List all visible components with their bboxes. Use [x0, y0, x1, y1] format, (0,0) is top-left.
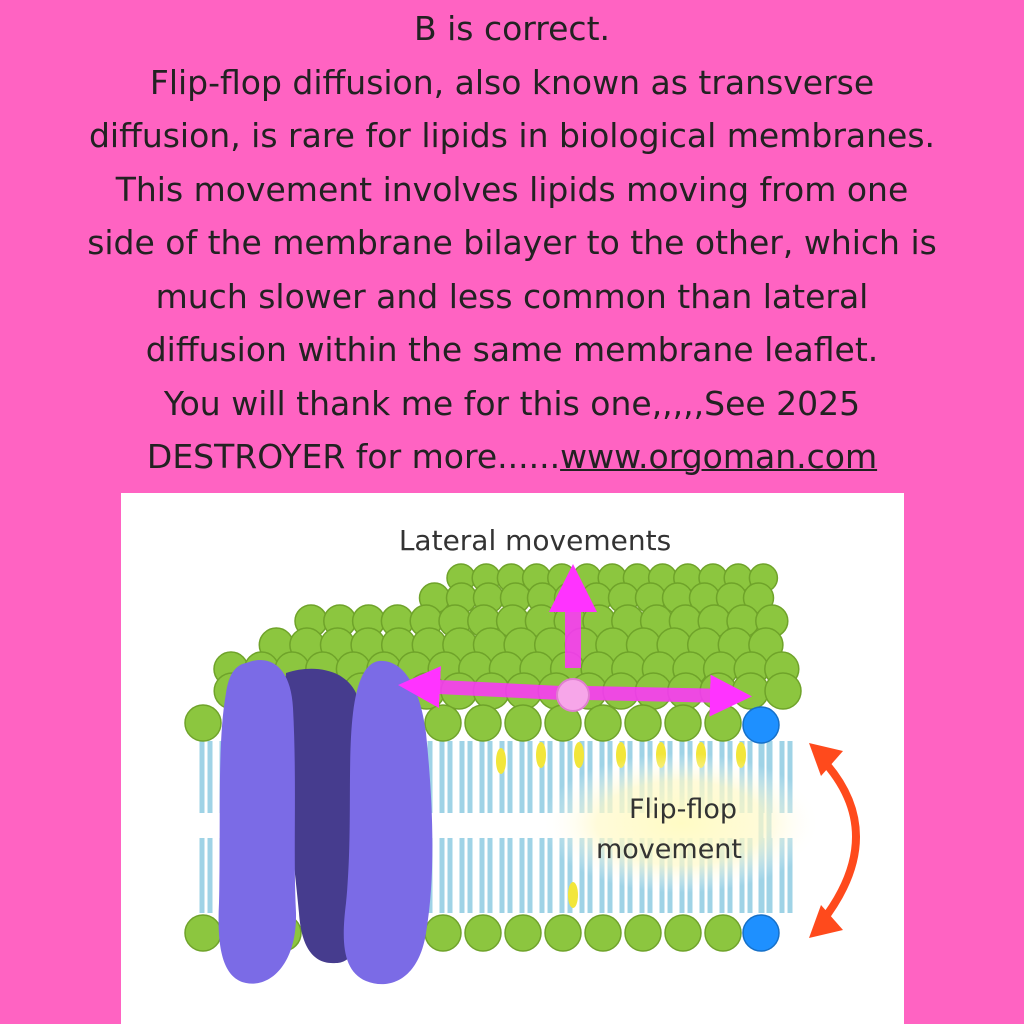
lipid-head	[731, 672, 770, 710]
lipid-head	[664, 914, 702, 952]
lateral-arrows	[398, 564, 752, 717]
highlight-lipid-head-bottom	[742, 914, 780, 952]
flipflop-arrowhead-bottom	[809, 905, 843, 938]
flipflop-arrow	[809, 743, 860, 938]
flipflop-label-line1: Flip-flop	[629, 794, 737, 825]
lipid-head	[704, 704, 742, 742]
text-line: diffusion, is rare for lipids in biologi…	[88, 116, 936, 155]
cholesterol	[496, 748, 506, 774]
lateral-movements-label: Lateral movements	[399, 524, 671, 557]
membrane-protein	[218, 660, 433, 985]
highlight-lipid-head-top	[742, 706, 780, 744]
lipid-head	[504, 704, 542, 742]
text-line: much slower and less common than lateral	[155, 276, 869, 316]
lipid-head	[184, 914, 222, 952]
lipid-head	[424, 704, 462, 742]
text-line: Flip-flop diffusion, also known as trans…	[149, 62, 875, 102]
membrane-diagram: Lateral movements Flip-flop movement	[121, 493, 904, 1024]
cholesterol	[568, 882, 578, 908]
lipid-head	[764, 672, 802, 710]
protein-right-subunit	[343, 660, 433, 985]
lateral-arrow-right	[585, 674, 752, 717]
lipid-head	[624, 704, 662, 742]
protein-left-subunit	[218, 660, 297, 984]
lipid-head	[664, 704, 702, 742]
cholesterol	[574, 742, 584, 768]
destroyer-text: DESTROYER for more......	[146, 437, 561, 476]
explanation-text: B is correct. Flip-flop diffusion, also …	[20, 2, 1004, 484]
top-leaflet-heads	[184, 563, 802, 744]
cholesterol	[536, 742, 546, 768]
membrane-illustration: Lateral movements Flip-flop movement	[184, 524, 860, 985]
lipid-head	[184, 704, 222, 742]
lipid-head	[464, 914, 502, 952]
lipid-head	[624, 914, 662, 952]
lipid-head	[424, 914, 462, 952]
text-line: You will thank me for this one,,,,,See 2…	[163, 383, 861, 423]
orgoman-link[interactable]: www.orgoman.com	[560, 437, 878, 476]
flipflop-label-line2: movement	[596, 834, 742, 865]
lipid-head	[504, 914, 542, 952]
lipid-head	[464, 704, 502, 742]
lipid-head	[704, 914, 742, 952]
text-line: B is correct.	[413, 9, 611, 48]
lipid-head	[544, 914, 582, 952]
lipid-head	[584, 704, 622, 742]
flipflop-arrowhead-top	[809, 743, 843, 776]
moving-lipid-head	[556, 678, 590, 712]
flipflop-glow	[541, 753, 821, 893]
flipflop-curve	[817, 755, 860, 926]
text-line: This movement involves lipids moving fro…	[115, 169, 909, 209]
protein-back-subunit	[284, 668, 364, 964]
lateral-arrow-left	[398, 666, 562, 709]
text-line: side of the membrane bilayer to the othe…	[87, 223, 937, 262]
lipid-head	[584, 914, 622, 952]
text-line: diffusion within the same membrane leafl…	[145, 330, 879, 369]
text-line-last: DESTROYER for more......www.orgoman.com	[20, 430, 1004, 484]
